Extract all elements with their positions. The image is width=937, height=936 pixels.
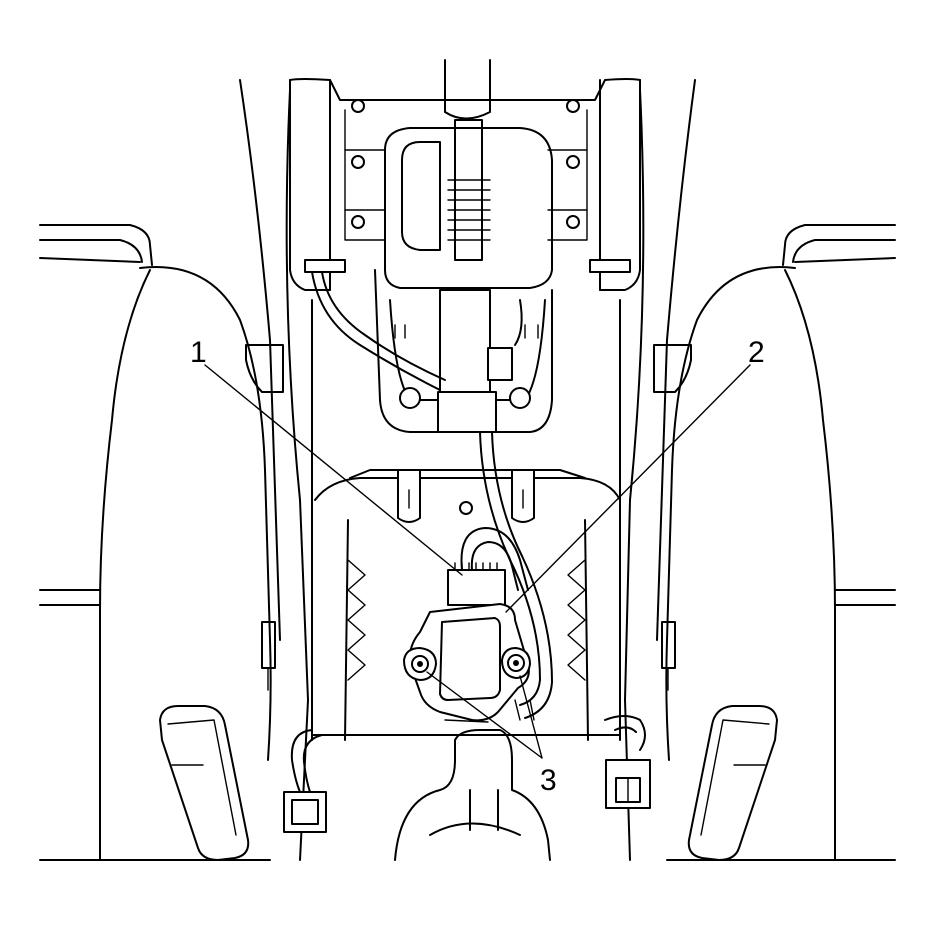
shift-cable (479, 431, 553, 719)
right-harness-connector (604, 715, 651, 809)
callout-leaders (204, 364, 751, 759)
callout-label-2: 2 (748, 336, 765, 369)
left-seat (39, 79, 284, 861)
shift-lever-assembly (311, 59, 553, 433)
callout-label-3: 3 (540, 764, 557, 797)
mounting-bracket (311, 469, 621, 741)
callout-label-1: 1 (190, 336, 207, 369)
leader-line-1 (204, 364, 463, 576)
right-seat (653, 79, 896, 861)
console-body (285, 78, 645, 861)
right-seatbelt-buckle (687, 705, 778, 861)
leader-line-2 (505, 364, 751, 613)
leader-line-3b (519, 675, 543, 759)
sensor-module (403, 527, 535, 723)
rear-console-piece (394, 729, 551, 861)
left-seatbelt-buckle (159, 705, 250, 861)
left-harness-connector (283, 729, 327, 833)
leader-line-3a (426, 671, 543, 759)
